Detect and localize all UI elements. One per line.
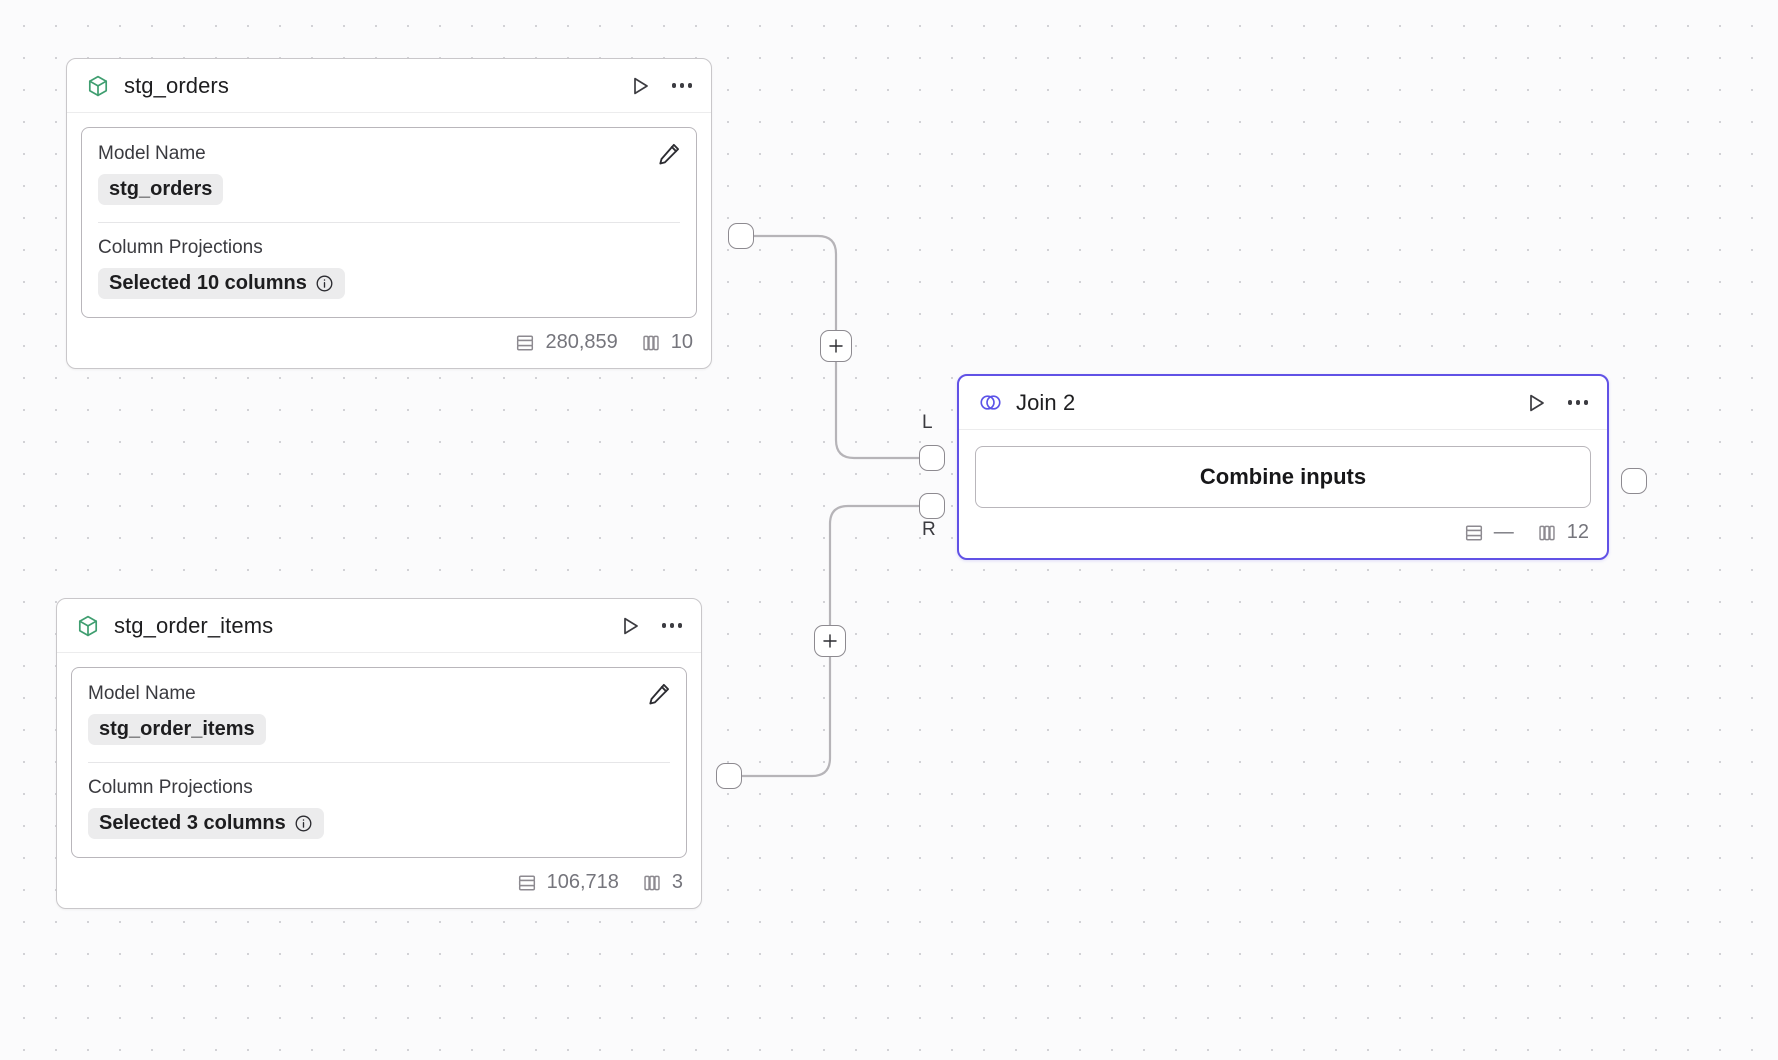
- play-icon[interactable]: [1523, 390, 1549, 416]
- combine-inputs-button[interactable]: Combine inputs: [975, 446, 1591, 508]
- model-name-label: Model Name: [98, 143, 206, 164]
- column-projections-value[interactable]: Selected 3 columns: [88, 808, 324, 839]
- model-name-text: stg_orders: [109, 178, 213, 200]
- input-port-left-label: L: [922, 412, 933, 433]
- node-header-actions: [627, 73, 695, 99]
- venn-join-icon: [977, 390, 1003, 416]
- model-name-value[interactable]: stg_orders: [98, 174, 224, 205]
- model-name-label: Model Name: [88, 683, 196, 704]
- node-join-2[interactable]: Join 2 Combine inputs: [957, 374, 1609, 560]
- plus-icon: [826, 336, 846, 356]
- column-projections-text: Selected 3 columns: [99, 812, 286, 834]
- add-node-on-edge-lower-button[interactable]: [814, 625, 846, 657]
- rows-icon: [514, 332, 536, 354]
- more-horizontal-icon[interactable]: [1565, 390, 1591, 416]
- divider: [98, 222, 680, 223]
- input-port-join-right[interactable]: [919, 493, 945, 519]
- model-name-text: stg_order_items: [99, 718, 255, 740]
- model-config-panel: Model Name stg_orders Column Projections…: [81, 127, 697, 318]
- node-header: stg_orders: [67, 59, 711, 113]
- plus-icon: [820, 631, 840, 651]
- node-header-actions: [617, 613, 685, 639]
- info-circle-icon[interactable]: [315, 274, 334, 293]
- node-header: stg_order_items: [57, 599, 701, 653]
- row-count-stat: —: [1463, 521, 1514, 544]
- input-port-right-label: R: [922, 519, 936, 540]
- cube-icon: [75, 613, 101, 639]
- column-count-stat: 12: [1536, 521, 1589, 544]
- node-body: Combine inputs: [959, 430, 1607, 508]
- row-count-value: 280,859: [545, 331, 618, 353]
- column-count-value: 10: [670, 331, 693, 353]
- node-body: Model Name stg_order_items Column Projec…: [57, 653, 701, 858]
- more-horizontal-icon[interactable]: [659, 613, 685, 639]
- column-projections-label: Column Projections: [98, 237, 263, 258]
- column-count-value: 12: [1566, 521, 1589, 543]
- model-name-value[interactable]: stg_order_items: [88, 714, 266, 745]
- column-projections-text: Selected 10 columns: [109, 272, 307, 294]
- cube-icon: [85, 73, 111, 99]
- node-footer: — 12: [959, 508, 1607, 558]
- columns-icon: [1536, 522, 1558, 544]
- columns-icon: [640, 332, 662, 354]
- node-body: Model Name stg_orders Column Projections…: [67, 113, 711, 318]
- node-header: Join 2: [959, 376, 1607, 430]
- node-footer: 280,859 10: [67, 318, 711, 368]
- pencil-icon[interactable]: [655, 140, 683, 168]
- node-header-actions: [1523, 390, 1591, 416]
- row-count-stat: 280,859: [514, 331, 618, 354]
- column-count-stat: 3: [641, 871, 683, 894]
- rows-icon: [516, 872, 538, 894]
- output-port-join-2[interactable]: [1621, 468, 1647, 494]
- node-title: Join 2: [1016, 389, 1076, 415]
- model-config-panel: Model Name stg_order_items Column Projec…: [71, 667, 687, 858]
- row-count-value: 106,718: [546, 871, 619, 893]
- rows-icon: [1463, 522, 1485, 544]
- add-node-on-edge-upper-button[interactable]: [820, 330, 852, 362]
- row-count-stat: 106,718: [516, 871, 619, 894]
- node-footer: 106,718 3: [57, 858, 701, 908]
- node-stg-orders[interactable]: stg_orders M: [66, 58, 712, 369]
- info-circle-icon[interactable]: [294, 814, 313, 833]
- play-icon[interactable]: [617, 613, 643, 639]
- divider: [88, 762, 670, 763]
- input-port-join-left[interactable]: [919, 445, 945, 471]
- columns-icon: [641, 872, 663, 894]
- output-port-stg-order-items[interactable]: [716, 763, 742, 789]
- output-port-stg-orders[interactable]: [728, 223, 754, 249]
- pencil-icon[interactable]: [645, 680, 673, 708]
- node-title: stg_order_items: [114, 612, 274, 638]
- play-icon[interactable]: [627, 73, 653, 99]
- column-count-stat: 10: [640, 331, 693, 354]
- row-count-value: —: [1493, 521, 1514, 543]
- more-horizontal-icon[interactable]: [669, 73, 695, 99]
- column-count-value: 3: [671, 871, 683, 893]
- column-projections-value[interactable]: Selected 10 columns: [98, 268, 345, 299]
- node-stg-order-items[interactable]: stg_order_items: [56, 598, 702, 909]
- node-title: stg_orders: [124, 72, 229, 98]
- column-projections-label: Column Projections: [88, 777, 253, 798]
